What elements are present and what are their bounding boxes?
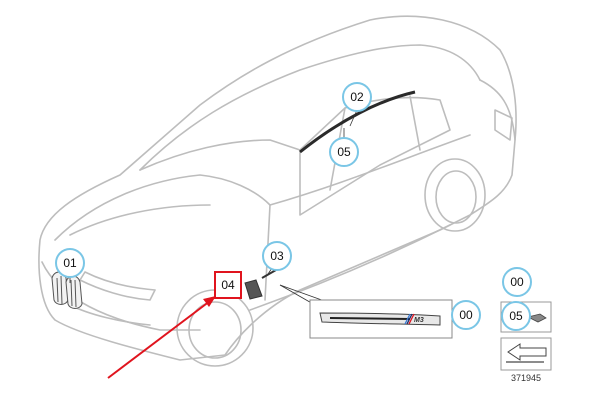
callout-05-top[interactable]: 05 xyxy=(329,137,359,167)
callout-03[interactable]: 03 xyxy=(262,241,292,271)
fender-gill xyxy=(244,279,263,300)
callout-00-right[interactable]: 00 xyxy=(502,267,532,297)
rear-window-line xyxy=(409,95,421,151)
detail-badge: M3 xyxy=(414,317,424,324)
front-bumper xyxy=(41,261,201,331)
headlight xyxy=(79,271,156,301)
badge-stripe-2 xyxy=(406,313,413,325)
callout-00-detail-label: 00 xyxy=(459,308,473,322)
red-arrow-shaft xyxy=(107,300,211,379)
detail-strip-chrome xyxy=(329,317,411,320)
callout-05-right-label: 05 xyxy=(509,309,523,323)
callout-04-label: 04 xyxy=(221,278,235,292)
fender-trim xyxy=(261,269,277,279)
callout-05-right[interactable]: 05 xyxy=(501,301,531,331)
part-05-clip xyxy=(526,313,547,323)
callout-01-label: 01 xyxy=(63,256,77,270)
fog-area xyxy=(69,304,151,326)
callout-00-detail[interactable]: 00 xyxy=(451,300,481,330)
diagram-number: 371945 xyxy=(511,373,542,383)
sill-line xyxy=(249,224,451,311)
car-body-outline xyxy=(38,15,517,361)
badge-stripe-3 xyxy=(408,313,415,325)
rear-wheel-arch xyxy=(424,158,486,232)
callout-04[interactable]: 04 xyxy=(214,271,242,299)
callout-00-right-label: 00 xyxy=(510,275,524,289)
kidney-grille xyxy=(51,271,83,309)
arrow-icon xyxy=(507,343,547,361)
badge-stripe-1 xyxy=(404,313,411,325)
hood-crease xyxy=(69,204,211,236)
leader-02 xyxy=(349,109,358,127)
leader-detail-b xyxy=(279,284,316,306)
red-arrow-head xyxy=(203,296,216,307)
hood-outline xyxy=(54,174,271,241)
callout-02[interactable]: 02 xyxy=(342,82,372,112)
tail-light xyxy=(494,109,513,141)
callout-01[interactable]: 01 xyxy=(55,248,85,278)
side-window-outline xyxy=(299,96,451,216)
front-wheel xyxy=(188,301,242,359)
callout-05-top-label: 05 xyxy=(337,145,351,159)
callout-03-label: 03 xyxy=(270,249,284,263)
beltline xyxy=(269,134,471,206)
windshield-outline xyxy=(139,139,301,171)
roof-outline xyxy=(139,44,481,171)
roof-trim-strip xyxy=(299,90,416,154)
rear-wheel xyxy=(435,170,477,224)
callout-02-label: 02 xyxy=(350,90,364,104)
trunk-line xyxy=(479,79,516,141)
